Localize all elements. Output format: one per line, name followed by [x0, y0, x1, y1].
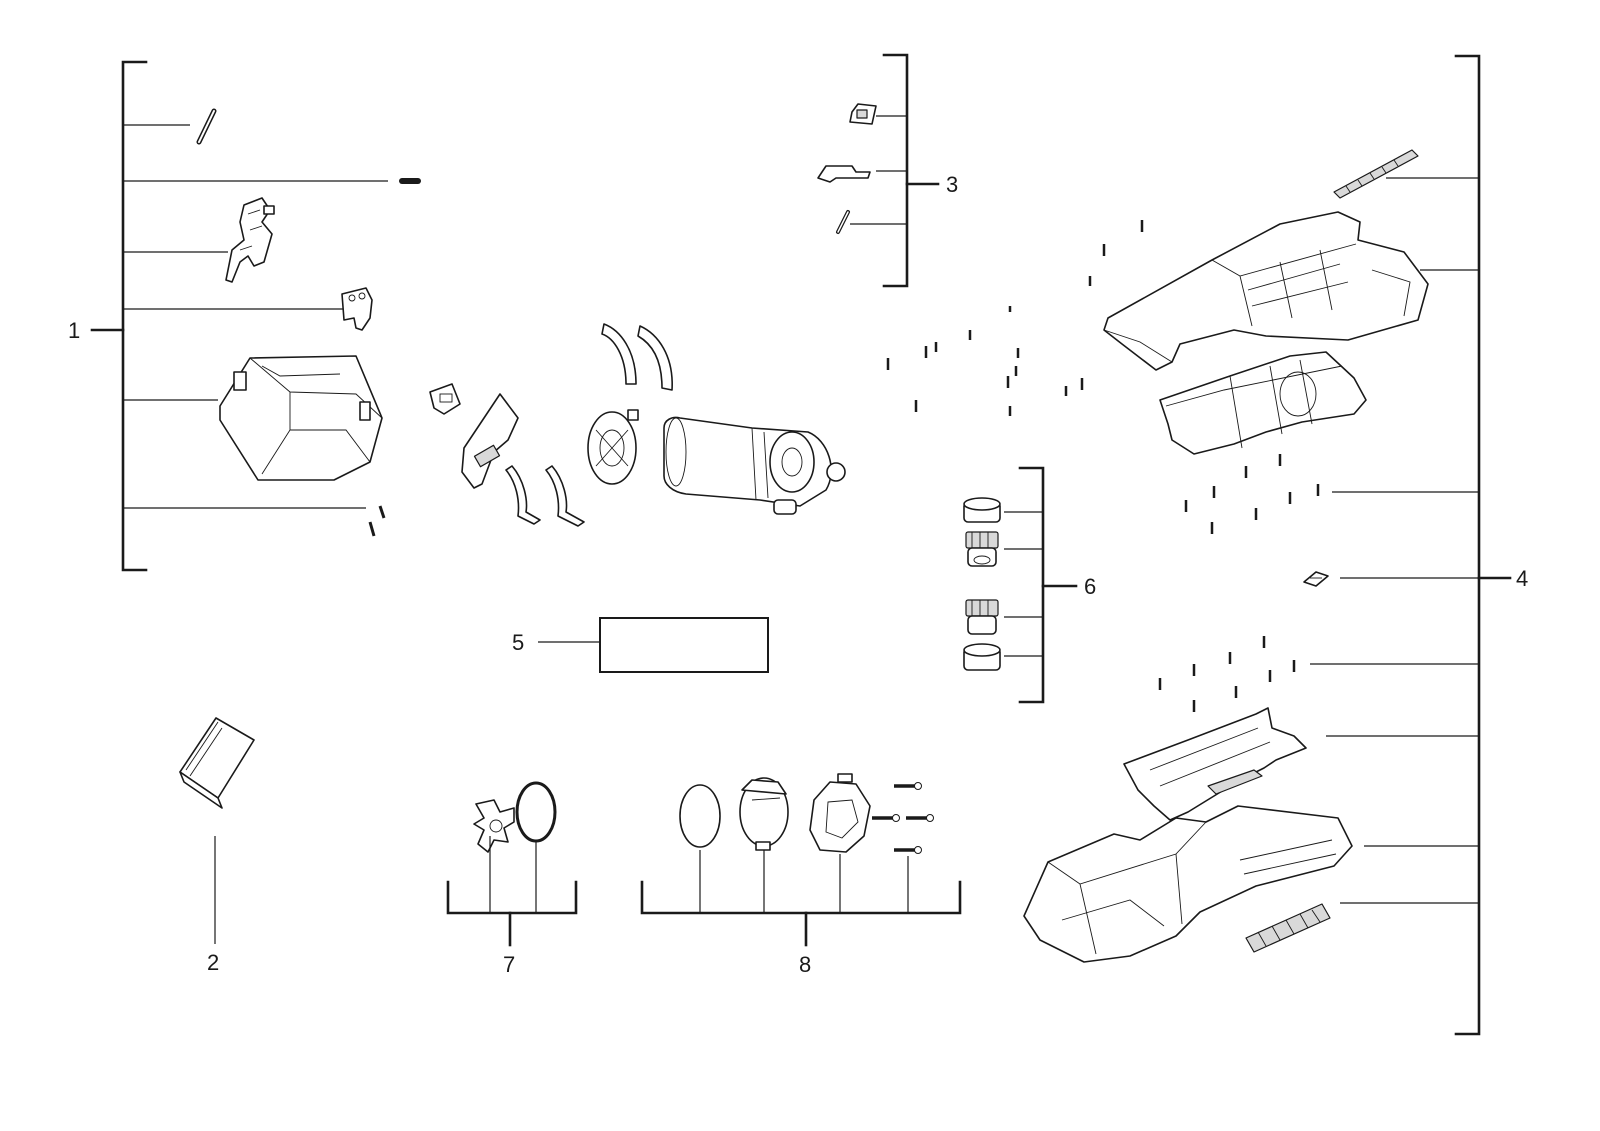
- grip-strip-upper: [1333, 149, 1419, 199]
- group-3-bracket: [850, 53, 940, 288]
- screws-set-8: [872, 782, 934, 854]
- terminal-block-part: [341, 287, 373, 331]
- brush-springs-lower: [505, 465, 585, 527]
- pin-part-3: [836, 210, 850, 234]
- base-housing-part: [1023, 805, 1353, 963]
- pin-part: [196, 108, 217, 145]
- group-6-label: 6: [1084, 574, 1096, 599]
- pump-motor-part: [663, 416, 846, 515]
- group-1-label: 1: [68, 318, 80, 343]
- battery-housing-part: [219, 355, 383, 481]
- battery-pack-part: [179, 717, 255, 809]
- group-5-label: 5: [512, 630, 524, 655]
- terminal-strip-part: [817, 165, 871, 183]
- gasket-part: [679, 784, 721, 848]
- group-3-label: 3: [946, 172, 958, 197]
- group-4-bracket: [1310, 54, 1512, 1036]
- grip-strip-lower: [1245, 903, 1331, 953]
- group-7-bracket: [446, 836, 578, 947]
- fitting-lower: [965, 599, 999, 635]
- impeller-part: [473, 799, 515, 853]
- pcb-connector-part: [429, 383, 461, 415]
- switch-bracket-part: [225, 197, 275, 283]
- end-cap-part: [587, 409, 639, 485]
- brush-springs-upper: [601, 323, 673, 391]
- contact-plate-part: [849, 103, 877, 125]
- o-ring-part: [515, 781, 557, 843]
- cap-ring-lower: [963, 643, 1001, 671]
- group-6-bracket: [1004, 466, 1078, 704]
- lower-cover-part: [1123, 707, 1307, 821]
- clip-part: [1303, 571, 1329, 587]
- small-screws-lower: [1158, 636, 1296, 712]
- circuit-board-part: [461, 393, 519, 489]
- fitting-upper: [965, 531, 999, 567]
- group-7-label: 7: [503, 952, 515, 977]
- group-8-bracket: [640, 850, 962, 947]
- upper-housing-part: [1103, 211, 1429, 371]
- pump-cover-part: [739, 777, 789, 851]
- group-1-bracket: [90, 60, 388, 572]
- group-2-label: 2: [207, 950, 219, 975]
- small-screws-middle: [1184, 454, 1320, 534]
- label-plate-part: [599, 617, 769, 673]
- small-screws-upper: [886, 220, 1144, 416]
- pump-head-part: [809, 773, 871, 853]
- group-8-label: 8: [799, 952, 811, 977]
- screws-set-1: [368, 505, 386, 537]
- motor-frame-part: [1159, 351, 1367, 455]
- cap-ring-upper: [963, 497, 1001, 523]
- group-4-label: 4: [1516, 566, 1528, 591]
